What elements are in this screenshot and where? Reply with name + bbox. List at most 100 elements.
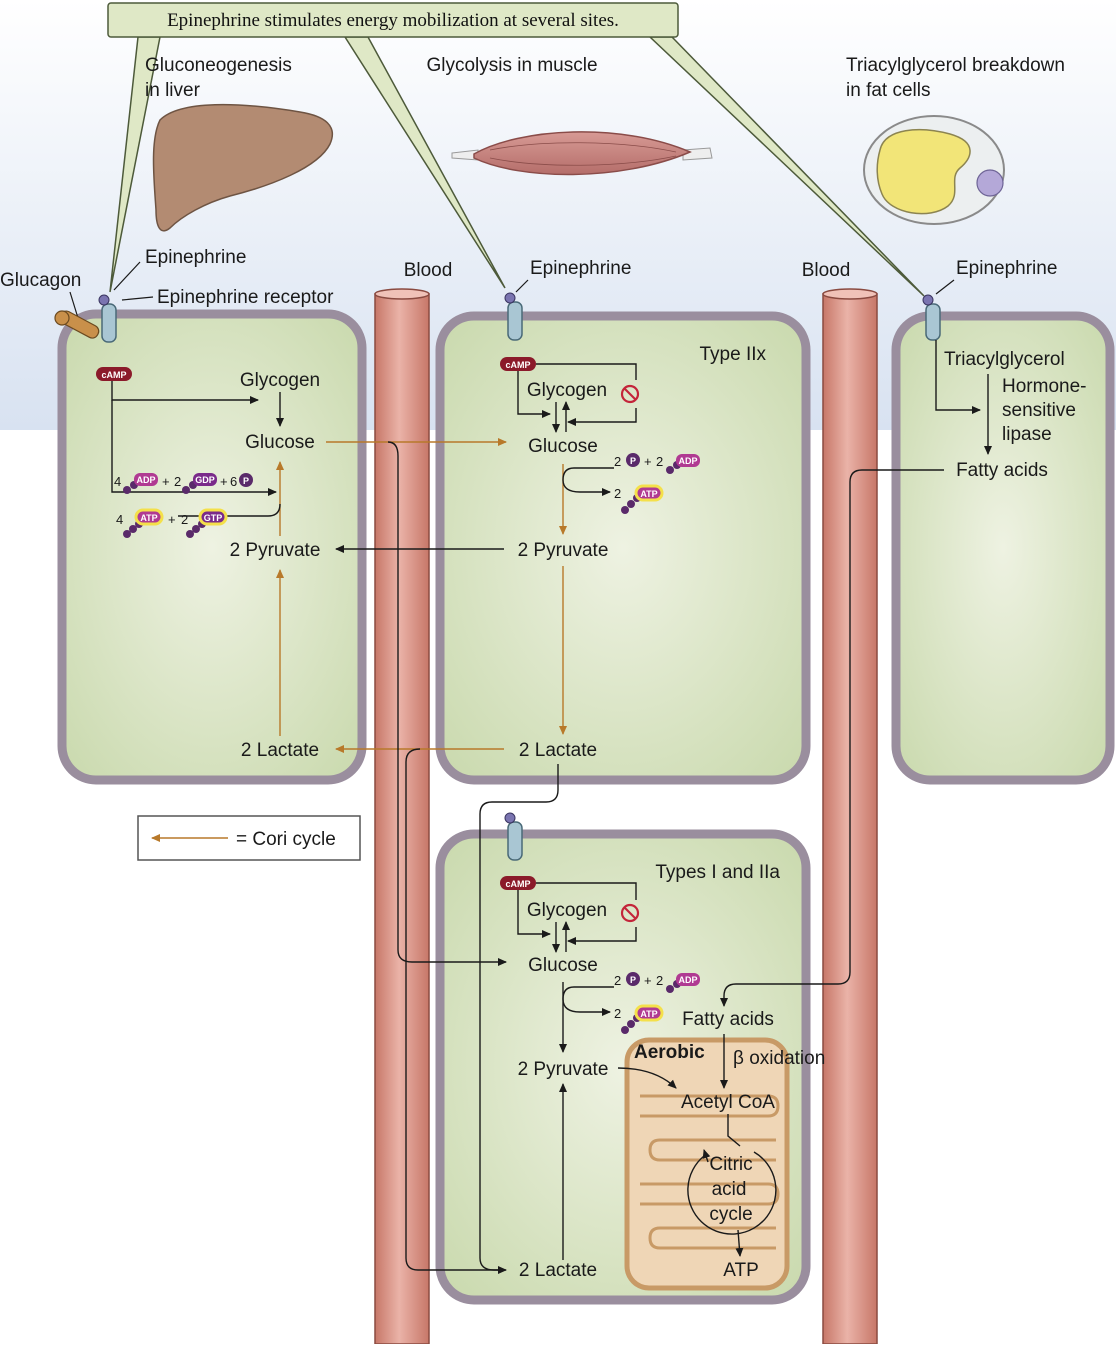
- muscle1-lactate: 2 Lactate: [519, 740, 597, 761]
- camp-badge-muscle1: cAMP: [500, 357, 536, 371]
- camp-badge-liver: cAMP: [96, 367, 132, 381]
- beta-oxidation-label: β oxidation: [733, 1048, 825, 1069]
- muscle2-glucose: Glucose: [528, 955, 598, 976]
- legend-text: = Cori cycle: [236, 829, 336, 850]
- svg-text:ADP: ADP: [678, 456, 697, 466]
- muscle2-lactate: 2 Lactate: [519, 1260, 597, 1281]
- muscle2-fatty-acids: Fatty acids: [682, 1009, 774, 1030]
- svg-text:P: P: [630, 975, 636, 985]
- svg-text:4: 4: [116, 512, 123, 527]
- types-i-iia-label: Types I and IIa: [655, 862, 780, 883]
- svg-text:ATP: ATP: [640, 1009, 657, 1019]
- liver-cofactors: 4 ADP + 2 GDP + 6 P 4 ATP + 2 GTP: [114, 473, 253, 538]
- epinephrine-leader-liver: [113, 261, 141, 291]
- liver-glucose: Glucose: [245, 432, 315, 453]
- receptor-label: Epinephrine receptor: [157, 287, 334, 308]
- svg-text:2: 2: [614, 486, 621, 501]
- svg-text:P: P: [243, 476, 249, 486]
- cross-cell-arrows: [326, 438, 559, 1274]
- epinephrine-receptor-icon-muscle2: [504, 812, 523, 861]
- triacylglycerol-label: Triacylglycerol: [944, 349, 1065, 370]
- svg-text:+: +: [168, 512, 176, 527]
- liver-pyruvate: 2 Pyruvate: [230, 540, 321, 561]
- svg-text:ATP: ATP: [640, 489, 657, 499]
- muscle1-pathway-arrows: [517, 363, 637, 735]
- fat-fatty-acids: Fatty acids: [956, 460, 1048, 481]
- epinephrine-label-fat: Epinephrine: [956, 258, 1057, 279]
- header-fat-line2: in fat cells: [846, 80, 930, 101]
- svg-text:2: 2: [181, 512, 188, 527]
- callout-pointers: [109, 36, 925, 297]
- svg-text:2: 2: [174, 474, 181, 489]
- epinephrine-receptor-icon-fat: [922, 294, 941, 341]
- svg-text:+: +: [162, 474, 170, 489]
- svg-text:cAMP: cAMP: [505, 879, 530, 889]
- muscle2-pathway-arrows: [517, 882, 777, 1260]
- muscle2-cofactors: 2 P + 2 ADP 2 ATP: [614, 972, 700, 1034]
- header-liver-line1: Gluconeogenesis: [145, 55, 292, 76]
- muscle1-cofactors: 2 P + 2 ADP 2 ATP: [614, 453, 700, 514]
- svg-text:cAMP: cAMP: [101, 370, 126, 380]
- svg-text:GDP: GDP: [195, 475, 215, 485]
- svg-text:+: +: [220, 474, 228, 489]
- inhibit-icon-muscle2: [620, 903, 640, 923]
- lipase-line1: Hormone-: [1002, 376, 1086, 397]
- svg-text:2: 2: [656, 454, 663, 469]
- svg-text:4: 4: [114, 474, 121, 489]
- svg-text:2: 2: [656, 973, 663, 988]
- blood-label-2: Blood: [802, 260, 851, 281]
- callout-text: Epinephrine stimulates energy mobilizati…: [167, 10, 619, 31]
- type-iix-label: Type IIx: [699, 344, 766, 365]
- epinephrine-label-liver: Epinephrine: [145, 247, 246, 268]
- epinephrine-receptor-icon-liver: [98, 294, 117, 343]
- fat-pathway-arrows: [720, 340, 992, 1007]
- muscle2-pyruvate: 2 Pyruvate: [518, 1059, 609, 1080]
- lipase-line3: lipase: [1002, 424, 1052, 445]
- epinephrine-leader-fat: [935, 279, 955, 295]
- svg-text:2: 2: [614, 1006, 621, 1021]
- atp-output: ATP: [723, 1260, 759, 1281]
- svg-text:ATP: ATP: [140, 513, 157, 523]
- aerobic-label: Aerobic: [634, 1042, 705, 1063]
- fat-cell: [891, 311, 1115, 785]
- muscle1-glycogen: Glycogen: [527, 380, 607, 401]
- header-fat-line1: Triacylglycerol breakdown: [846, 55, 1065, 76]
- citric-line3: cycle: [709, 1204, 752, 1225]
- muscle-cell-type-iix: [435, 311, 811, 785]
- liver-glycogen: Glycogen: [240, 370, 320, 391]
- svg-text:2: 2: [614, 454, 621, 469]
- svg-text:GTP: GTP: [204, 513, 223, 523]
- liver-cell: [57, 309, 367, 785]
- glucagon-receptor-icon: [54, 310, 100, 339]
- receptor-leader: [121, 296, 154, 301]
- inhibit-icon-muscle1: [620, 384, 640, 404]
- acetyl-coa: Acetyl CoA: [681, 1092, 775, 1113]
- liver-pathway-arrows: [111, 381, 284, 736]
- liver-illustration: [152, 103, 333, 232]
- header-muscle: Glycolysis in muscle: [426, 55, 597, 76]
- svg-text:ADP: ADP: [678, 975, 697, 985]
- svg-text:2: 2: [614, 973, 621, 988]
- callout-box: [107, 2, 679, 38]
- glucagon-leader: [69, 291, 79, 319]
- muscle1-glucose: Glucose: [528, 436, 598, 457]
- blood-vessel-1: [374, 288, 430, 1345]
- svg-text:6: 6: [230, 474, 237, 489]
- muscle-illustration: [451, 131, 713, 176]
- epinephrine-receptor-icon-muscle1: [504, 292, 523, 341]
- svg-text:P: P: [630, 456, 636, 466]
- svg-text:+: +: [644, 973, 652, 988]
- citric-line1: Citric: [709, 1154, 752, 1175]
- fat-cell-illustration: [863, 115, 1005, 225]
- svg-text:+: +: [644, 454, 652, 469]
- mitochondrion: [624, 1037, 790, 1291]
- liver-lactate: 2 Lactate: [241, 740, 319, 761]
- lipase-line2: sensitive: [1002, 400, 1076, 421]
- header-liver-line2: in liver: [145, 80, 201, 101]
- muscle1-pyruvate: 2 Pyruvate: [518, 540, 609, 561]
- glucagon-label: Glucagon: [0, 270, 81, 291]
- svg-text:cAMP: cAMP: [505, 360, 530, 370]
- epinephrine-leader-muscle: [515, 279, 529, 293]
- citric-line2: acid: [712, 1179, 747, 1200]
